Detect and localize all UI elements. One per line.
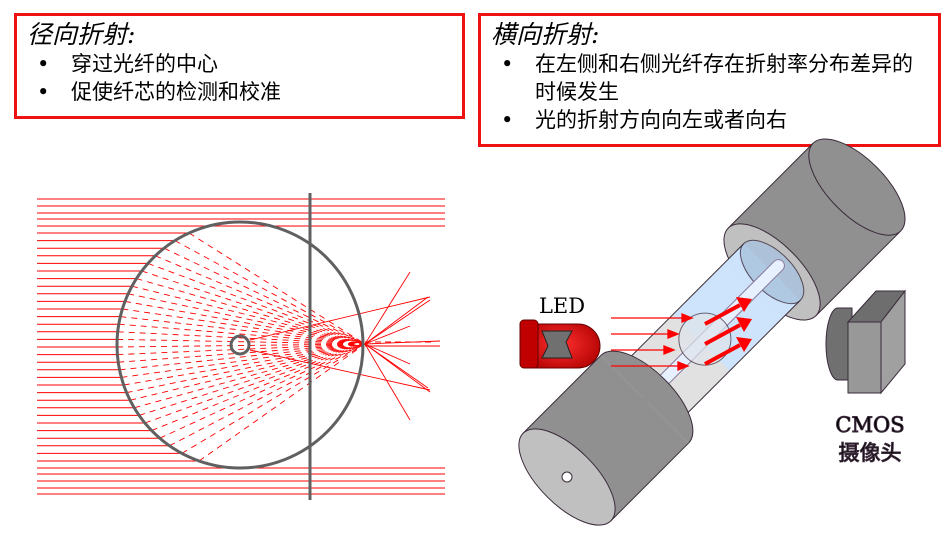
- led-label: LED: [539, 294, 585, 318]
- refracted-ray: [141, 270, 366, 345]
- radial-bullet: 穿过光纤的中心: [37, 50, 452, 78]
- incident-rays: [611, 313, 694, 371]
- refracted-ray: [124, 300, 366, 345]
- refracted-ray: [136, 278, 366, 345]
- refracted-ray: [144, 343, 366, 424]
- refracted-ray: [128, 293, 366, 345]
- refracted-ray: [117, 338, 366, 345]
- refracted-ray: [123, 343, 366, 386]
- radial-refraction-box: 径向折射: 穿过光纤的中心 促使纤芯的检测和校准: [14, 13, 465, 119]
- lateral-bullet: 光的折射方向向左或者向右: [501, 106, 928, 134]
- refracted-ray: [119, 343, 366, 371]
- led: LED: [519, 294, 601, 369]
- refracted-ray: [122, 308, 366, 345]
- refracted-ray: [134, 343, 366, 409]
- refracted-ray: [188, 232, 366, 345]
- radial-title: 径向折射:: [27, 20, 136, 49]
- cmos-label: CMOS: [835, 413, 904, 437]
- refracted-ray: [139, 343, 366, 416]
- exit-ray: [249, 296, 431, 341]
- exit-ray: [364, 271, 411, 345]
- refracted-ray: [118, 323, 366, 345]
- refracted-ray: [147, 262, 366, 345]
- refracted-ray: [151, 343, 366, 432]
- radial-bullet: 促使纤芯的检测和校准: [37, 78, 452, 106]
- exit-ray: [364, 299, 431, 345]
- cmos-camera: CMOS 摄像头: [825, 289, 907, 466]
- refracted-ray: [169, 343, 366, 447]
- exit-ray: [249, 349, 431, 391]
- exit-ray: [364, 343, 411, 365]
- refracted-arrows: [704, 297, 752, 366]
- exit-ray: [364, 296, 429, 345]
- refracted-ray: [198, 343, 366, 462]
- fiber-cross-section-circle: [115, 220, 365, 470]
- refracted-ray: [117, 331, 366, 345]
- fiber-hole: [561, 471, 573, 483]
- refracted-ray: [181, 343, 366, 454]
- refracted-ray: [117, 343, 366, 356]
- lower-cylinder: [518, 350, 694, 526]
- exit-ray: [364, 343, 411, 421]
- fiber-core-circle: [229, 334, 251, 356]
- refracted-ray: [174, 240, 366, 345]
- lateral-refraction-box: 横向折射: 在左侧和右侧光纤存在折射率分布差异的时候发生 光的折射方向向左或者向…: [478, 13, 941, 147]
- refracted-ray: [163, 247, 366, 345]
- refracted-ray: [129, 343, 366, 401]
- fiber-apparatus: [518, 138, 906, 526]
- refracted-ray: [131, 285, 366, 345]
- refracted-ray: [120, 316, 366, 345]
- camera-label: 摄像头: [839, 441, 902, 465]
- refracted-ray: [117, 343, 366, 348]
- exit-ray: [364, 325, 411, 345]
- exit-ray: [364, 343, 431, 393]
- refracted-ray: [121, 343, 366, 378]
- refracted-ray: [126, 343, 366, 394]
- lateral-bullet: 在左侧和右侧光纤存在折射率分布差异的时候发生: [501, 50, 928, 106]
- refracted-ray: [155, 255, 366, 345]
- lateral-title: 横向折射:: [491, 20, 600, 49]
- refracted-ray: [159, 343, 366, 439]
- radial-refraction-diagram: [37, 193, 445, 500]
